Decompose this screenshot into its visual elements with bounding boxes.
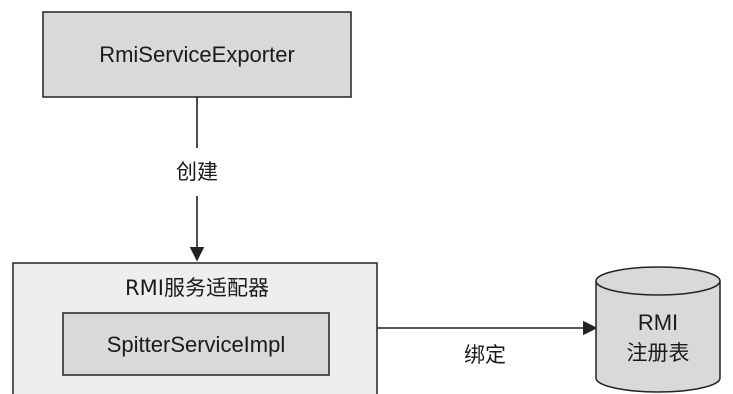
registry-label-line2: 注册表 (627, 341, 690, 365)
bind-edge: 绑定 (377, 320, 598, 367)
exporter-node: RmiServiceExporter (42, 11, 352, 98)
registry-cylinder-top (595, 266, 721, 296)
create-edge-label: 创建 (176, 160, 218, 184)
registry-node: RMI 注册表 (595, 266, 721, 393)
impl-label: SpitterServiceImpl (107, 332, 286, 357)
adapter-label: RMI服务适配器 (125, 276, 269, 300)
impl-node: SpitterServiceImpl (62, 312, 330, 376)
registry-cylinder-body (595, 281, 721, 393)
registry-label-line1: RMI (638, 310, 678, 335)
impl-box (62, 312, 330, 376)
exporter-label: RmiServiceExporter (99, 42, 295, 67)
create-edge: 创建 (176, 97, 218, 262)
bind-edge-label: 绑定 (464, 343, 506, 367)
exporter-box (42, 11, 352, 98)
